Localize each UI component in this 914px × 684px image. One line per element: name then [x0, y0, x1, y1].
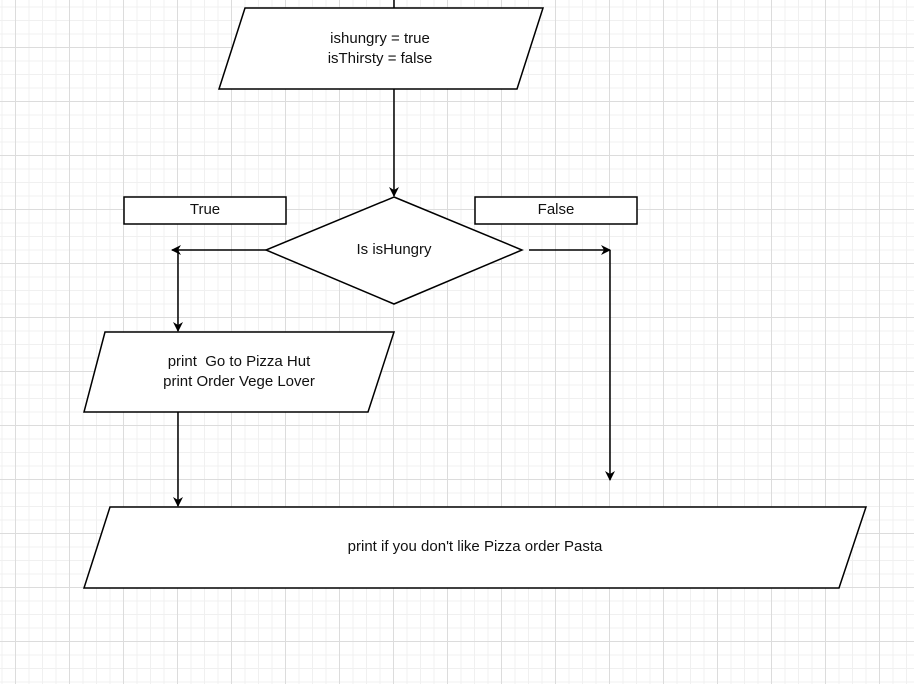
false-label-box[interactable]: [474, 196, 638, 225]
final-output-text: print if you don't like Pizza order Past…: [347, 538, 603, 555]
true-label-text: True: [189, 201, 221, 218]
final-output-shape[interactable]: [82, 506, 868, 589]
init-shape[interactable]: [217, 7, 545, 90]
init-line-2: isThirsty = false: [327, 49, 433, 67]
true-output-line-1: print Go to Pizza Hut: [167, 353, 311, 370]
true-output-text: print Go to Pizza Hut print Order Vege L…: [90, 332, 388, 412]
decision-text: Is isHungry: [356, 241, 432, 258]
init-line-1: ishungry = true: [330, 29, 430, 47]
true-output-shape[interactable]: [83, 331, 396, 413]
true-output-line-2: print Order Vege Lover: [163, 373, 315, 390]
true-label-box[interactable]: [123, 196, 287, 225]
init-text: ishungry = true isThirsty = false: [230, 8, 530, 89]
false-label-text: False: [537, 201, 575, 218]
decision-shape[interactable]: [264, 196, 524, 305]
